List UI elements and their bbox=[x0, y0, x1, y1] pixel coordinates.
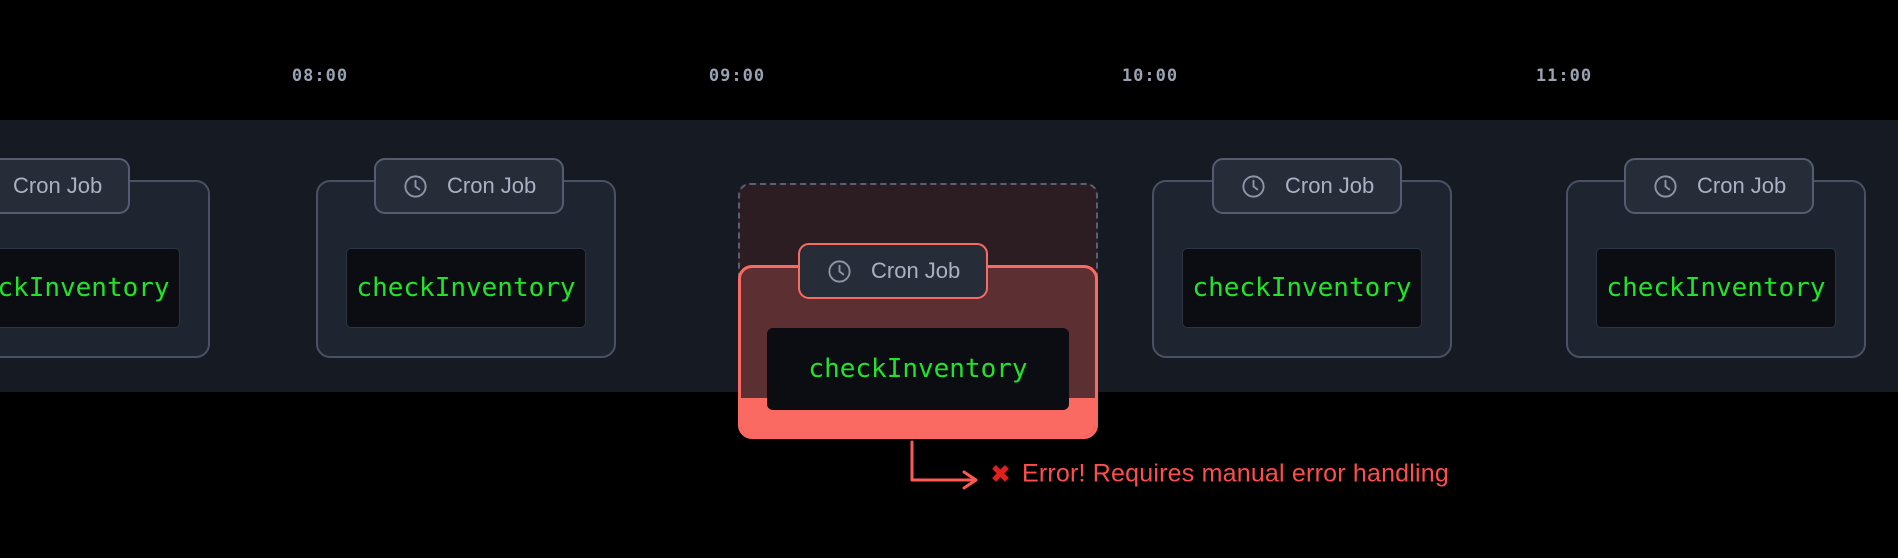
time-tick-1100: 11:00 bbox=[1535, 66, 1593, 86]
code-block-error: checkInventory bbox=[767, 328, 1069, 410]
time-ruler: 08:00 09:00 10:00 11:00 bbox=[0, 0, 1898, 120]
cron-job-pill-label-3: Cron Job bbox=[1285, 173, 1375, 198]
cron-job-pill-3[interactable]: Cron Job bbox=[1212, 158, 1403, 214]
time-tick-0800: 08:00 bbox=[291, 66, 349, 86]
cron-job-pill-2[interactable]: Cron Job bbox=[374, 158, 565, 214]
code-block-3: checkInventory bbox=[1182, 248, 1422, 328]
cron-job-card-2[interactable]: checkInventory bbox=[316, 180, 616, 358]
code-block-1: checkInventory bbox=[0, 248, 180, 328]
error-callout-arrow-icon bbox=[910, 440, 978, 490]
job-code-label-2: checkInventory bbox=[356, 273, 576, 303]
cron-job-card-3[interactable]: checkInventory bbox=[1152, 180, 1452, 358]
cron-job-pill-label-error: Cron Job bbox=[871, 258, 961, 283]
cron-job-pill-4[interactable]: Cron Job bbox=[1624, 158, 1815, 214]
job-code-label-3: checkInventory bbox=[1192, 273, 1412, 303]
job-code-label-error: checkInventory bbox=[808, 354, 1028, 384]
clock-icon bbox=[1242, 174, 1265, 198]
cron-job-pill-label-4: Cron Job bbox=[1697, 173, 1787, 198]
error-callout: ✖ Error! Requires manual error handling bbox=[990, 460, 1449, 489]
job-code-label-4: checkInventory bbox=[1606, 273, 1826, 303]
clock-icon bbox=[828, 259, 851, 283]
code-block-4: checkInventory bbox=[1596, 248, 1836, 328]
time-tick-1000: 10:00 bbox=[1121, 66, 1179, 86]
cross-mark-icon: ✖ bbox=[990, 459, 1011, 489]
job-code-label-1: checkInventory bbox=[0, 273, 170, 303]
clock-icon bbox=[1654, 174, 1677, 198]
clock-icon bbox=[404, 174, 427, 198]
cron-job-pill-1[interactable]: Cron Job bbox=[0, 158, 131, 214]
code-block-2: checkInventory bbox=[346, 248, 586, 328]
cron-job-pill-label-1: Cron Job bbox=[13, 173, 103, 198]
cron-job-pill-label-2: Cron Job bbox=[447, 173, 537, 198]
cron-job-pill-error[interactable]: Cron Job bbox=[798, 243, 989, 299]
time-tick-0900: 09:00 bbox=[708, 66, 766, 86]
error-callout-message: Error! Requires manual error handling bbox=[1021, 459, 1449, 488]
